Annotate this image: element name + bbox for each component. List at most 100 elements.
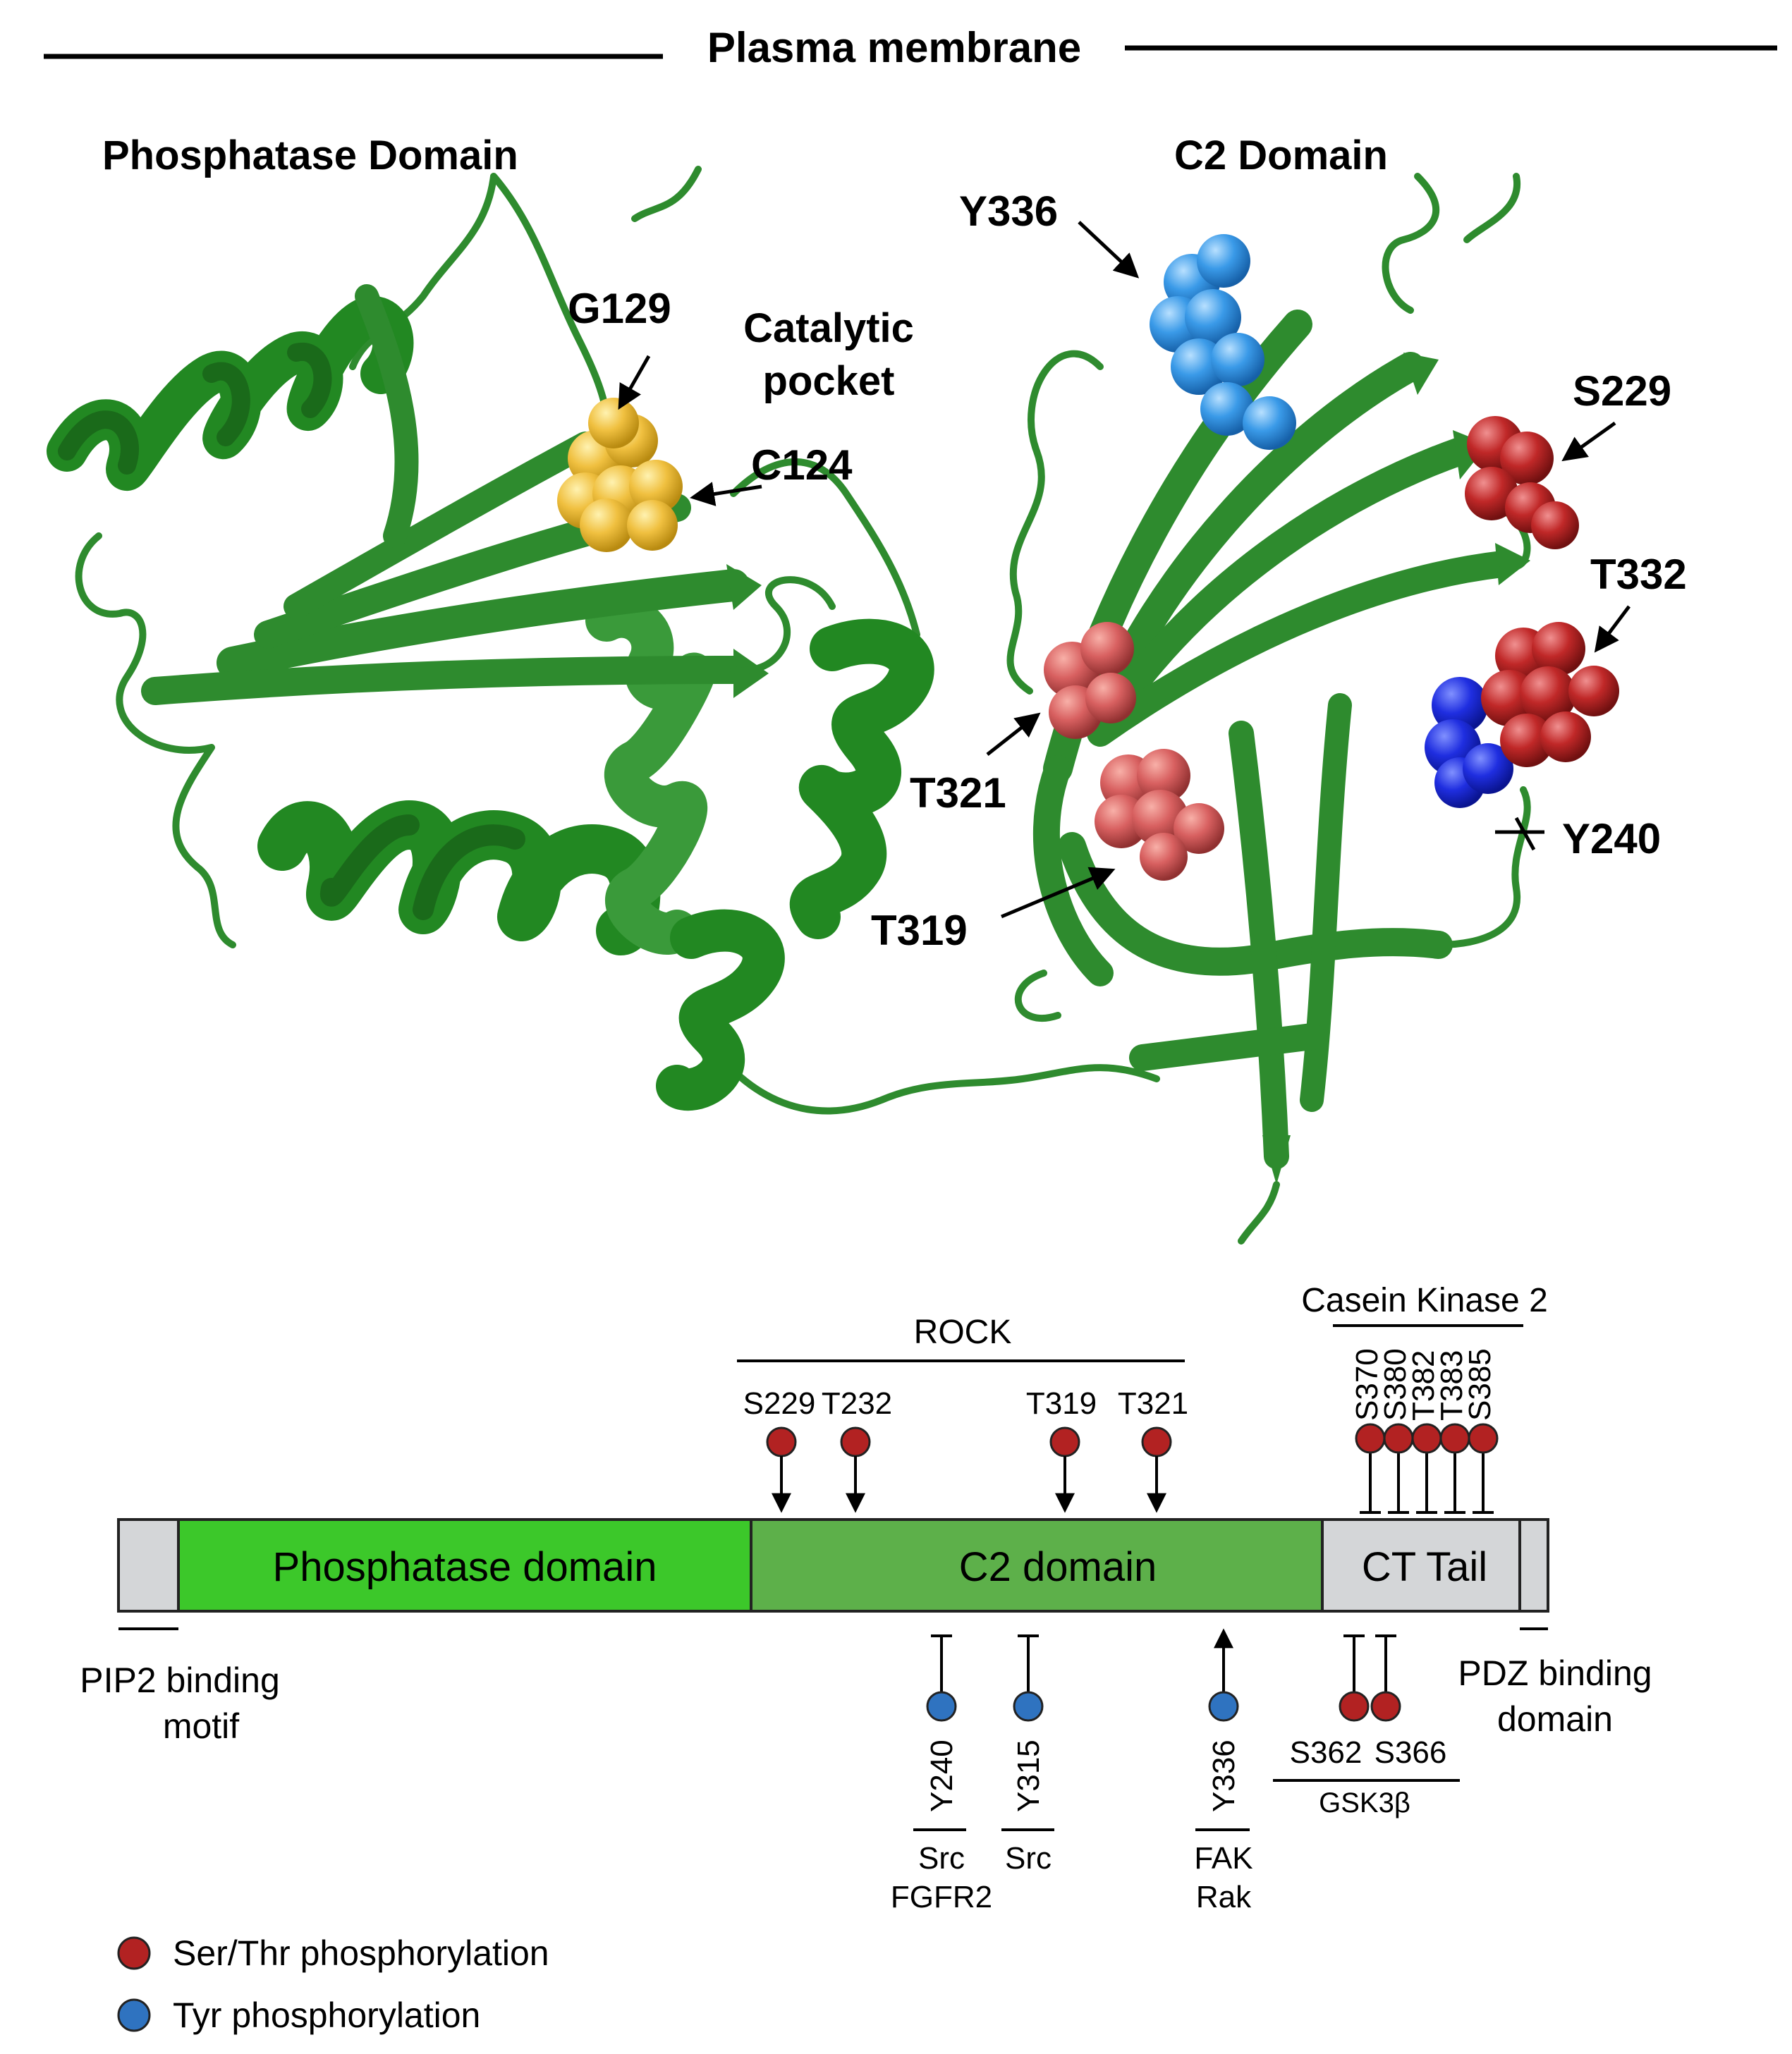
site-t232-top: T232	[822, 1386, 892, 1513]
membrane-header: Plasma membrane	[44, 24, 1777, 71]
beta-strand	[1087, 551, 1516, 747]
label-catalytic-1: Catalytic	[743, 305, 914, 351]
kinase-src-y315: Src	[1005, 1841, 1052, 1876]
loop-coil	[1006, 350, 1104, 1022]
loop-coil	[730, 576, 836, 675]
pdz-label-1: PDZ binding	[1458, 1653, 1652, 1693]
y336-spheres	[1150, 234, 1296, 450]
beta-strand	[1229, 721, 1289, 1169]
site-t319-top: T319	[1026, 1386, 1097, 1513]
svg-text:S385: S385	[1463, 1348, 1497, 1421]
pip2-label-1: PIP2 binding	[80, 1661, 280, 1700]
svg-text:T319: T319	[1026, 1386, 1097, 1421]
kinase-src-fgfr2-2: FGFR2	[891, 1880, 992, 1914]
label-t319: T319	[871, 907, 968, 954]
membrane-title: Plasma membrane	[707, 24, 1081, 71]
site-t321-top: T321	[1118, 1386, 1188, 1513]
loop-coil	[702, 1033, 1160, 1115]
tick-y240-cap	[1514, 817, 1536, 851]
c2-domain-title: C2 Domain	[1174, 133, 1388, 178]
arrow-g129	[618, 355, 651, 410]
kinase-src-fgfr2-1: Src	[918, 1841, 965, 1876]
y240-spheres	[1425, 677, 1513, 808]
t332-spheres	[1481, 622, 1619, 767]
legend-tyr-label: Tyr phosphorylation	[173, 1995, 480, 2035]
arrow-t332	[1594, 605, 1631, 653]
s229-spheres	[1465, 416, 1579, 549]
arrow-t321	[986, 712, 1041, 756]
arrow-y336	[1078, 221, 1140, 279]
arrow-t319	[1001, 867, 1116, 919]
kinase-fak: FAK	[1194, 1841, 1252, 1876]
beta-strand	[217, 569, 750, 679]
bottom-tyr-sites: Y240 Y315 Y336	[913, 1628, 1250, 1831]
beta-strand	[1114, 437, 1474, 705]
t321-spheres	[1044, 622, 1136, 739]
loop-coil	[1382, 173, 1521, 314]
pip2-motif-block	[117, 1518, 180, 1613]
phosphatase-structure	[47, 166, 1160, 1115]
pip2-label-2: motif	[163, 1706, 239, 1746]
label-catalytic-2: pocket	[763, 358, 895, 404]
beta-strand	[1129, 1023, 1325, 1071]
legend-ser-thr-label: Ser/Thr phosphorylation	[173, 1933, 549, 1973]
svg-text:Y240: Y240	[925, 1740, 959, 1812]
helix	[656, 909, 785, 1111]
ck2-label: Casein Kinase 2	[1301, 1282, 1548, 1319]
strand-arrowhead	[726, 564, 762, 610]
c2-domain-block	[750, 1518, 1324, 1613]
t319-spheres	[1095, 749, 1224, 881]
label-g129: G129	[568, 285, 671, 332]
site-s229-top: S229	[743, 1386, 816, 1513]
loop-coil	[75, 532, 236, 948]
helix-shade	[58, 342, 332, 475]
gsk-site-s362: S362	[1290, 1735, 1363, 1770]
kinase-rak: Rak	[1196, 1880, 1252, 1914]
phosphatase-domain-block	[177, 1518, 752, 1613]
beta-strand	[141, 656, 748, 705]
gsk-sites	[1273, 1634, 1460, 1782]
legend-ser-thr-swatch	[117, 1936, 151, 1970]
c2-domain-label: C2 domain	[959, 1544, 1157, 1590]
svg-text:T321: T321	[1118, 1386, 1188, 1421]
gsk-label: GSK3β	[1319, 1787, 1410, 1818]
beta-strand	[284, 432, 598, 619]
svg-text:Y336: Y336	[1207, 1740, 1241, 1812]
pdz-label-2: domain	[1497, 1699, 1613, 1739]
svg-text:Y315: Y315	[1011, 1740, 1046, 1812]
rock-label: ROCK	[914, 1314, 1012, 1351]
strand-arrowhead	[1403, 353, 1439, 395]
svg-text:S380: S380	[1378, 1348, 1413, 1421]
helix	[47, 296, 414, 491]
ct-tail-block	[1321, 1518, 1521, 1613]
pdz-domain-block	[1518, 1518, 1549, 1613]
beta-strand	[1032, 755, 1114, 986]
ct-tail-label: CT Tail	[1362, 1544, 1487, 1590]
catalytic-spheres	[557, 398, 683, 552]
beta-strand	[355, 284, 419, 548]
helix	[790, 618, 934, 939]
phosphatase-domain-label: Phosphatase domain	[273, 1544, 657, 1590]
svg-text:S229: S229	[743, 1386, 816, 1421]
ck2-sites: S370 S380 T382 T383 S385	[1350, 1348, 1499, 1514]
arrow-c124	[690, 482, 762, 506]
svg-text:S370: S370	[1350, 1348, 1384, 1421]
loop-coil	[730, 458, 920, 638]
label-s229: S229	[1573, 367, 1671, 415]
svg-text:T383: T383	[1434, 1350, 1469, 1421]
label-t321: T321	[910, 769, 1006, 817]
legend: Ser/Thr phosphorylation Tyr phosphorylat…	[117, 1933, 549, 2035]
svg-text:T382: T382	[1406, 1350, 1441, 1421]
rock-sites: S229 T232 T319 T321	[743, 1386, 1188, 1513]
domain-bar	[117, 1518, 1549, 1613]
label-t332: T332	[1590, 551, 1687, 598]
structure-annotations	[618, 221, 1631, 919]
legend-tyr-swatch	[117, 1998, 151, 2032]
loop-coil	[1238, 1181, 1280, 1245]
label-c124: C124	[751, 441, 853, 489]
gsk-site-s366: S366	[1375, 1735, 1447, 1770]
beta-strand	[1058, 832, 1453, 976]
arrow-s229	[1561, 421, 1616, 462]
phosphatase-domain-title: Phosphatase Domain	[102, 133, 518, 178]
